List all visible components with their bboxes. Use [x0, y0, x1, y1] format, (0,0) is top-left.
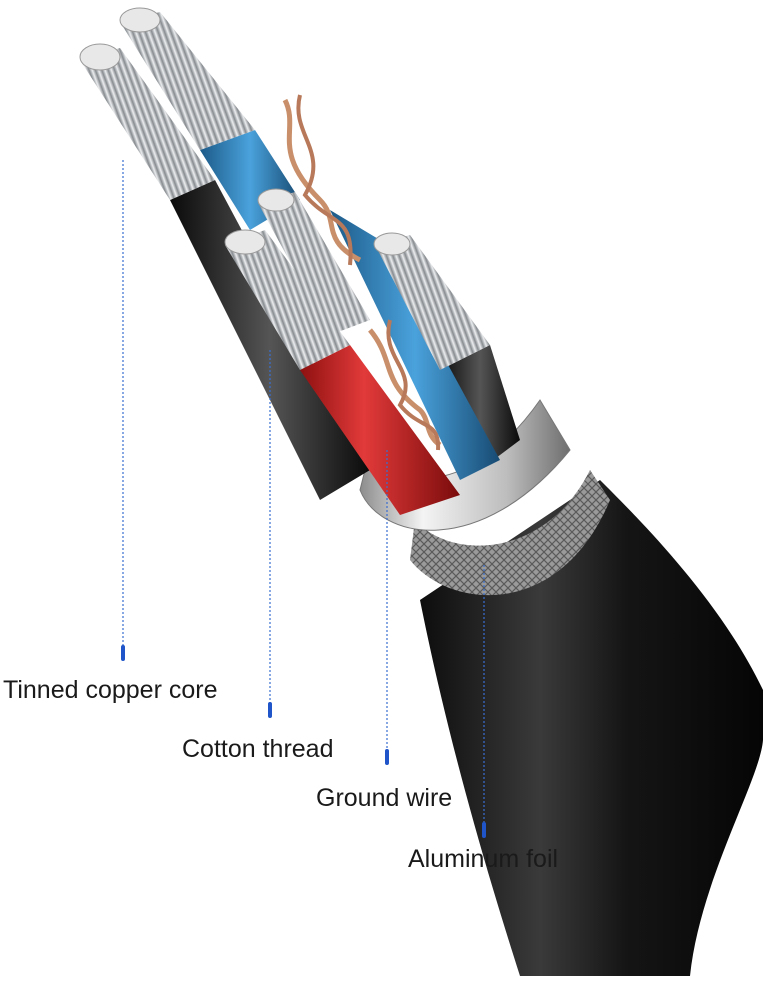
copper-pair-inner-2	[386, 319, 441, 451]
outer-jacket	[420, 480, 763, 976]
copper-pair-inner	[368, 328, 442, 448]
leader-marker-ground	[385, 749, 389, 765]
label-cotton-thread: Cotton thread	[182, 735, 334, 763]
strand-end-5	[373, 232, 411, 256]
strand-end-1	[79, 43, 121, 71]
strand-bundle-3	[225, 230, 350, 370]
leader-marker-foil	[482, 822, 486, 838]
strand-bundle-2	[120, 12, 255, 150]
copper-pair-top-2	[296, 94, 353, 266]
black-insulation-left	[170, 180, 370, 500]
strand-end-2	[119, 7, 161, 33]
black-insulation-right	[440, 345, 520, 470]
strand-bundle-1	[80, 48, 215, 200]
strand-bundle-4	[258, 192, 370, 335]
leader-marker-core	[121, 645, 125, 661]
blue-insulation-inner	[330, 210, 500, 480]
copper-pair-top	[282, 98, 362, 263]
red-insulation	[300, 345, 460, 515]
leader-marker-cotton	[268, 702, 272, 718]
label-aluminum-foil: Aluminum foil	[408, 845, 559, 873]
strand-end-4	[257, 188, 295, 212]
strand-bundle-5	[375, 235, 490, 370]
label-tinned-copper-core: Tinned copper core	[3, 676, 218, 704]
strand-end-3	[224, 229, 266, 255]
label-ground-wire: Ground wire	[316, 784, 453, 812]
braid-ring	[410, 470, 610, 596]
